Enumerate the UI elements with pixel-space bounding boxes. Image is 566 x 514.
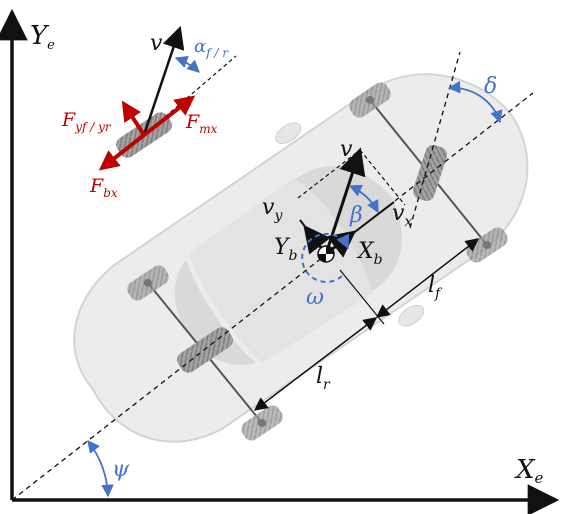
lf-label: lf xyxy=(428,273,443,302)
vx-guide xyxy=(359,149,406,206)
beta-arc xyxy=(348,184,379,214)
force-fy-arrow xyxy=(121,100,146,137)
vx-label: vx xyxy=(392,201,412,230)
alpha-label: αf / r xyxy=(194,36,229,60)
rear-window xyxy=(174,259,256,366)
force-fm-arrow xyxy=(142,95,196,137)
fy-label: Fyf / yr xyxy=(61,109,112,134)
ye-label: Ye xyxy=(30,21,55,53)
omega-label: ω xyxy=(306,285,324,310)
inset-heading-line xyxy=(143,55,237,136)
v-label: v xyxy=(340,137,353,162)
vy-label: vy xyxy=(262,195,283,224)
mirror-left xyxy=(275,122,302,145)
force-fb-arrow xyxy=(98,133,146,171)
psi-label: ψ xyxy=(112,457,130,482)
inset-velocity-vector xyxy=(142,25,185,136)
vehicle-centerline xyxy=(11,92,534,501)
beta-label: β xyxy=(349,203,363,228)
xe-label: Xe xyxy=(514,455,544,487)
omega-circle xyxy=(301,232,350,283)
tire-front-center xyxy=(412,145,448,201)
roof xyxy=(188,177,373,364)
inset-v-label: v xyxy=(150,31,163,56)
delta-label: δ xyxy=(484,74,497,99)
lf-dimension xyxy=(375,238,480,318)
lr-label: lr xyxy=(316,364,331,393)
alpha-arc xyxy=(174,56,200,73)
delta-arc xyxy=(447,80,503,124)
fb-label: Fbx xyxy=(89,175,118,200)
lr-dimension xyxy=(253,317,378,411)
center-of-gravity xyxy=(317,245,335,263)
yb-label: Yb xyxy=(274,235,298,264)
fm-label: Fmx xyxy=(185,111,218,136)
wheel-force-inset: v αf / r Fyf / yr Fmx Fbx xyxy=(61,25,237,200)
psi-arc xyxy=(87,440,114,498)
front-wheel-heading-line xyxy=(409,51,461,229)
